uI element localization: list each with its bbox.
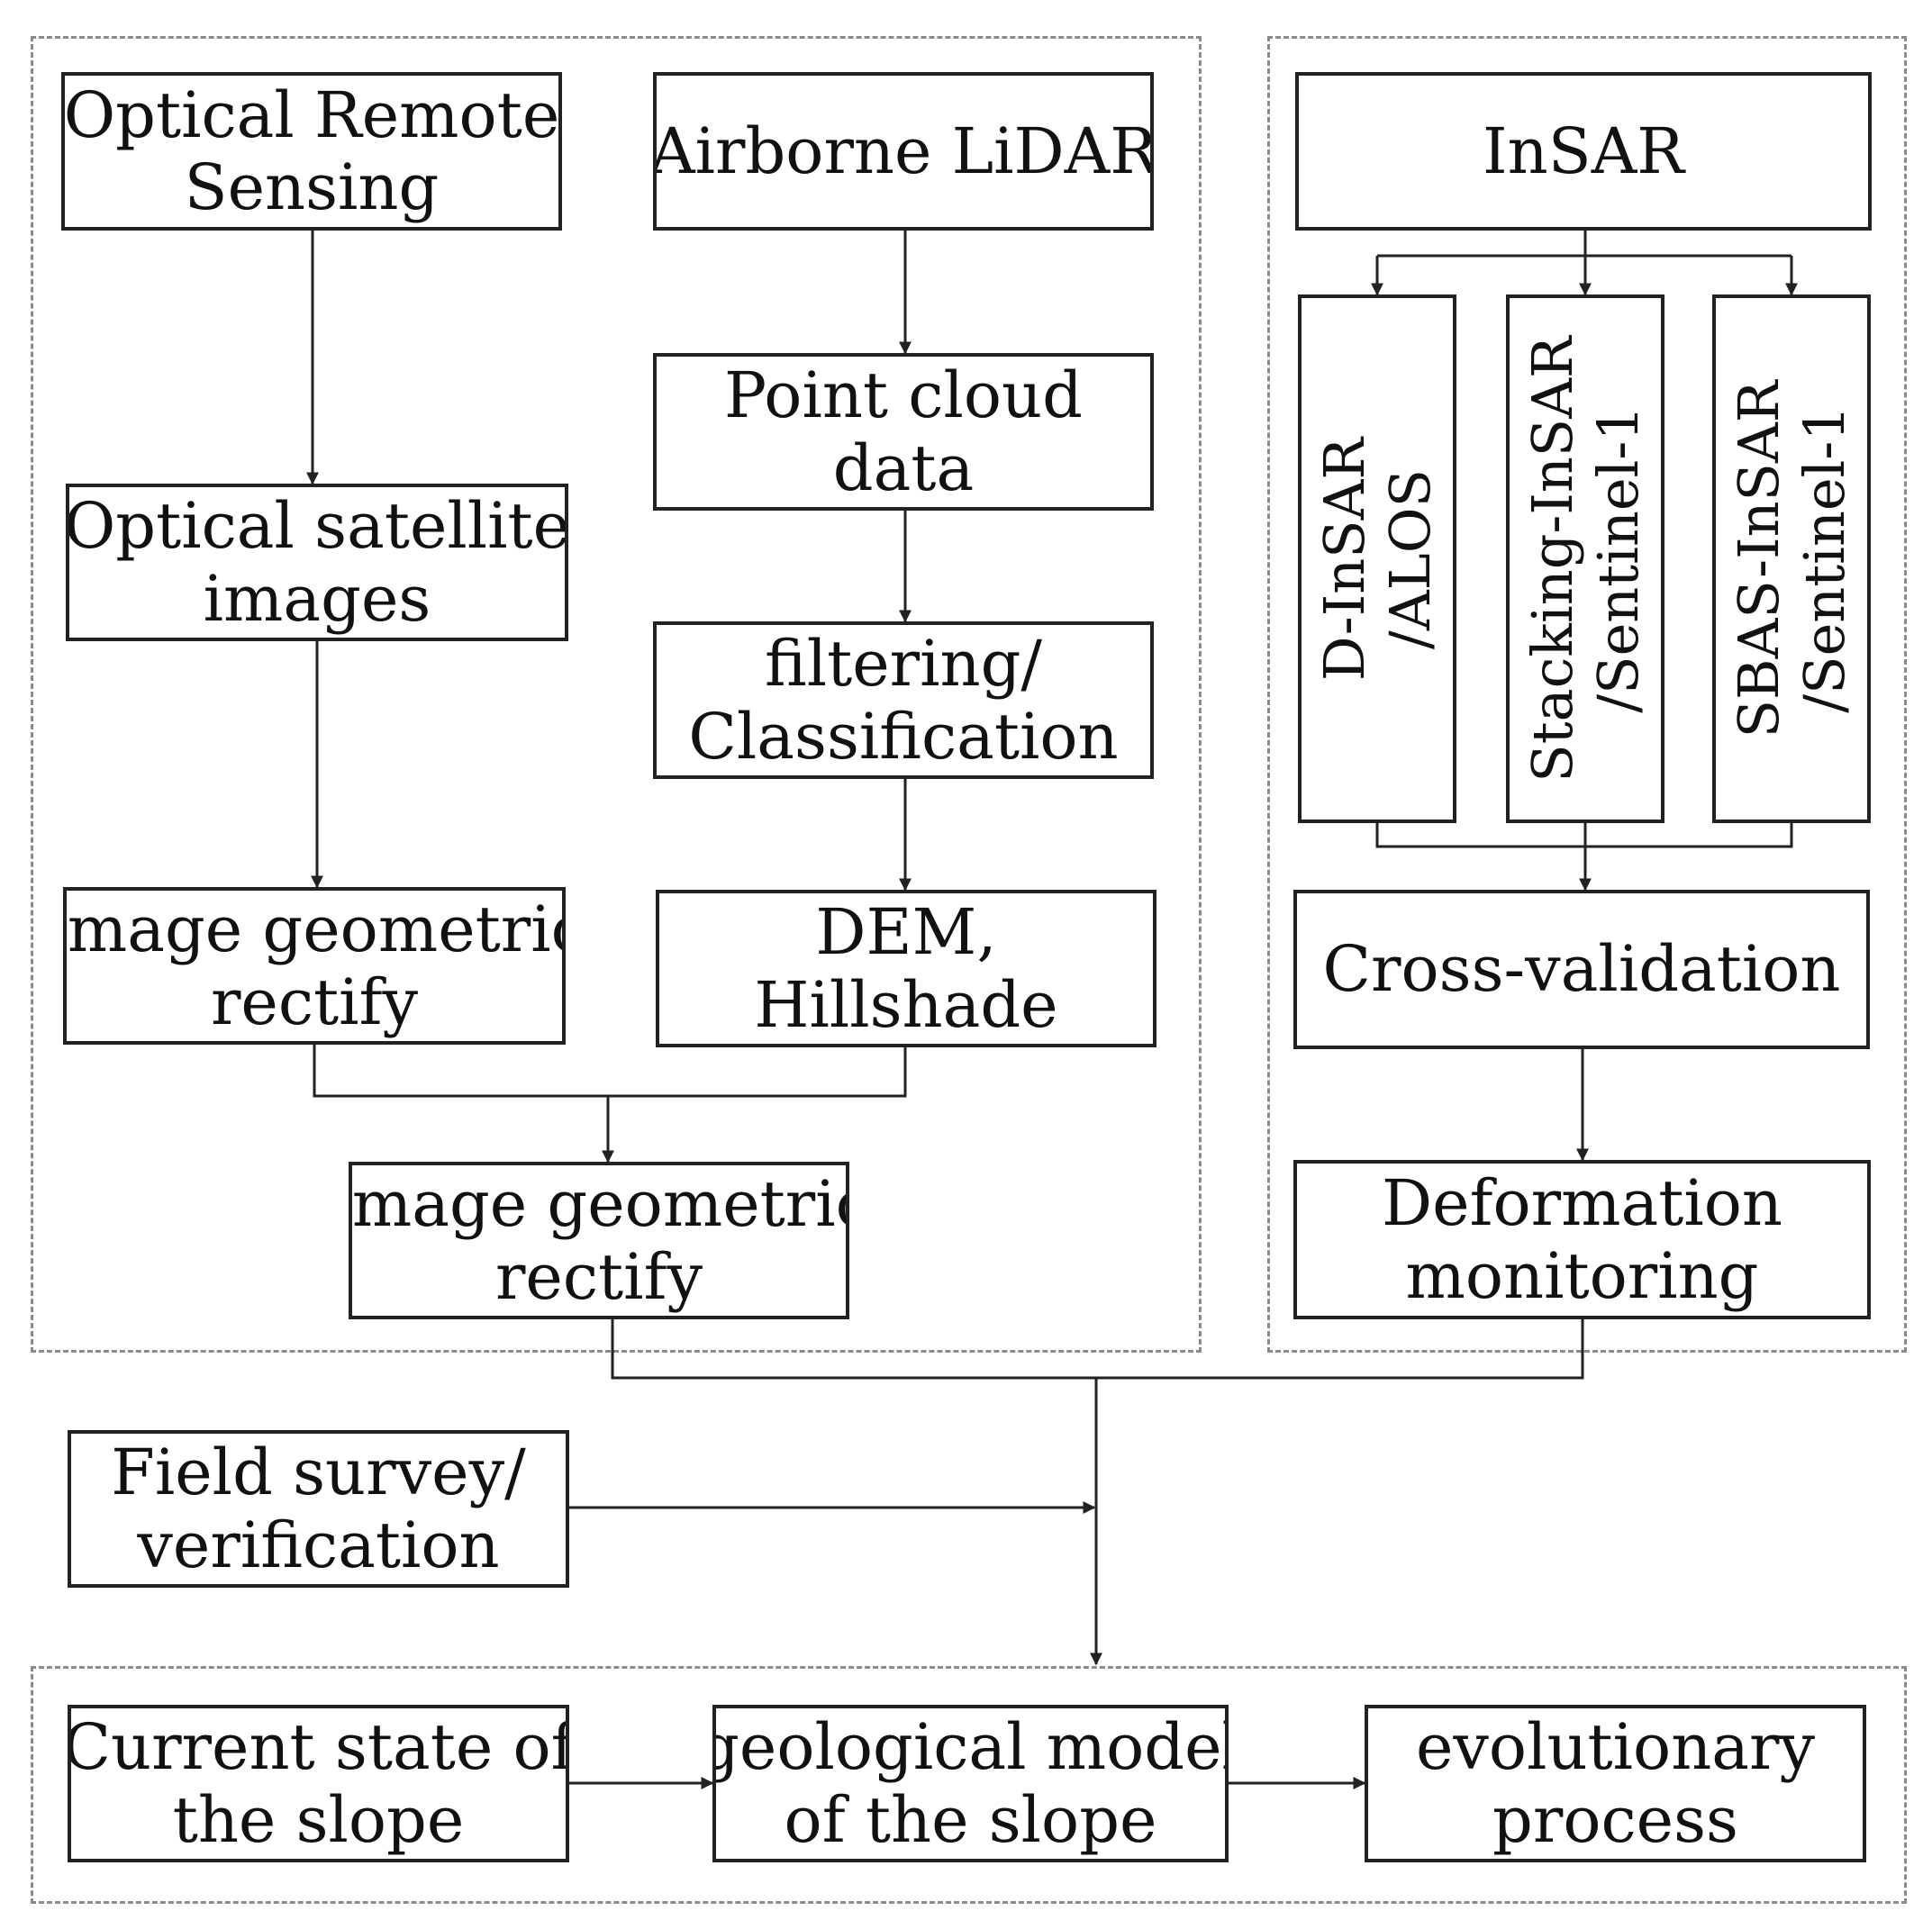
dem-hillshade-line1: DEM, — [815, 895, 997, 969]
current-state-of-slope-line2: the slope — [172, 1782, 465, 1857]
current-state-of-slope-box: Current state of the slope — [68, 1705, 569, 1862]
optical-satellite-images-line1: Optical satellite — [66, 489, 568, 563]
current-state-of-slope-line1: Current state of — [68, 1710, 569, 1784]
sbas-insar-sentinel-line1: SBAS-InSAR — [1725, 380, 1791, 738]
sbas-insar-sentinel-text: SBAS-InSAR /Sentinel-1 — [1726, 380, 1857, 738]
stacking-insar-sentinel-line2: /Sentinel-1 — [1585, 404, 1651, 713]
image-geometric-rectify-2-line2: rectify — [494, 1239, 703, 1314]
line-merge-rectify2-deformation — [611, 1319, 1584, 1380]
stacking-insar-sentinel-text: Stacking-InSAR /Sentinel-1 — [1519, 336, 1651, 782]
filtering-classification-line2: Classification — [688, 699, 1119, 774]
evolutionary-process-line2: process — [1492, 1782, 1738, 1857]
line-merge-rectify-dem — [313, 1045, 907, 1098]
image-geometric-rectify-1-line2: rectify — [210, 965, 419, 1039]
insar-group — [1267, 36, 1907, 1353]
optical-remote-sensing-line1: Optical Remote — [63, 77, 560, 152]
d-insar-alos-text: D-InSAR /ALOS — [1311, 437, 1443, 680]
airborne-lidar-label: Airborne LiDAR — [653, 113, 1154, 188]
airborne-lidar-box: Airborne LiDAR — [653, 72, 1154, 231]
evolutionary-process-line1: evolutionary — [1415, 1710, 1816, 1784]
optical-satellite-images-box: Optical satellite images — [66, 484, 568, 641]
sbas-insar-sentinel-box: SBAS-InSAR /Sentinel-1 — [1712, 294, 1871, 823]
dem-hillshade-box: DEM, Hillshade — [656, 890, 1156, 1047]
d-insar-alos-line2: /ALOS — [1377, 468, 1443, 649]
slope-analysis-group — [31, 1666, 1907, 1904]
optical-lidar-group — [31, 36, 1202, 1353]
deformation-monitoring-line2: monitoring — [1405, 1238, 1759, 1313]
insar-box: InSAR — [1295, 72, 1872, 231]
deformation-monitoring-line1: Deformation — [1382, 1166, 1782, 1240]
geological-model-of-slope-line2: of the slope — [784, 1782, 1157, 1857]
field-survey-verification-box: Field survey/ verification — [68, 1430, 569, 1588]
dem-hillshade-line2: Hillshade — [754, 967, 1058, 1042]
deformation-monitoring-box: Deformation monitoring — [1293, 1160, 1871, 1319]
cross-validation-label: Cross-validation — [1322, 932, 1841, 1007]
field-survey-verification-line1: Field survey/ — [111, 1435, 526, 1509]
optical-satellite-images-line2: images — [203, 561, 431, 636]
evolutionary-process-box: evolutionary process — [1365, 1705, 1866, 1862]
geological-model-of-slope-line1: geological model — [712, 1710, 1229, 1784]
filtering-classification-box: filtering/ Classification — [653, 621, 1154, 779]
stacking-insar-sentinel-line1: Stacking-InSAR — [1519, 335, 1585, 783]
cross-validation-box: Cross-validation — [1293, 890, 1870, 1049]
field-survey-verification-line2: verification — [137, 1508, 500, 1582]
sbas-insar-sentinel-line2: /Sentinel-1 — [1791, 404, 1857, 713]
filtering-classification-line1: filtering/ — [765, 627, 1042, 701]
image-geometric-rectify-2-line1: Image geometric — [349, 1167, 849, 1241]
image-geometric-rectify-1-box: Image geometric rectify — [63, 887, 566, 1045]
image-geometric-rectify-1-line1: Image geometric — [63, 892, 566, 966]
insar-label: InSAR — [1483, 113, 1684, 188]
d-insar-alos-box: D-InSAR /ALOS — [1298, 294, 1456, 823]
point-cloud-data-line2: data — [832, 430, 975, 505]
point-cloud-data-box: Point cloud data — [653, 353, 1154, 511]
optical-remote-sensing-line2: Sensing — [184, 150, 440, 224]
image-geometric-rectify-2-box: Image geometric rectify — [349, 1162, 849, 1319]
stacking-insar-sentinel-box: Stacking-InSAR /Sentinel-1 — [1506, 294, 1664, 823]
point-cloud-data-line1: Point cloud — [724, 358, 1083, 432]
optical-remote-sensing-box: Optical Remote Sensing — [61, 72, 562, 231]
d-insar-alos-line1: D-InSAR — [1311, 437, 1377, 681]
geological-model-of-slope-box: geological model of the slope — [712, 1705, 1229, 1862]
